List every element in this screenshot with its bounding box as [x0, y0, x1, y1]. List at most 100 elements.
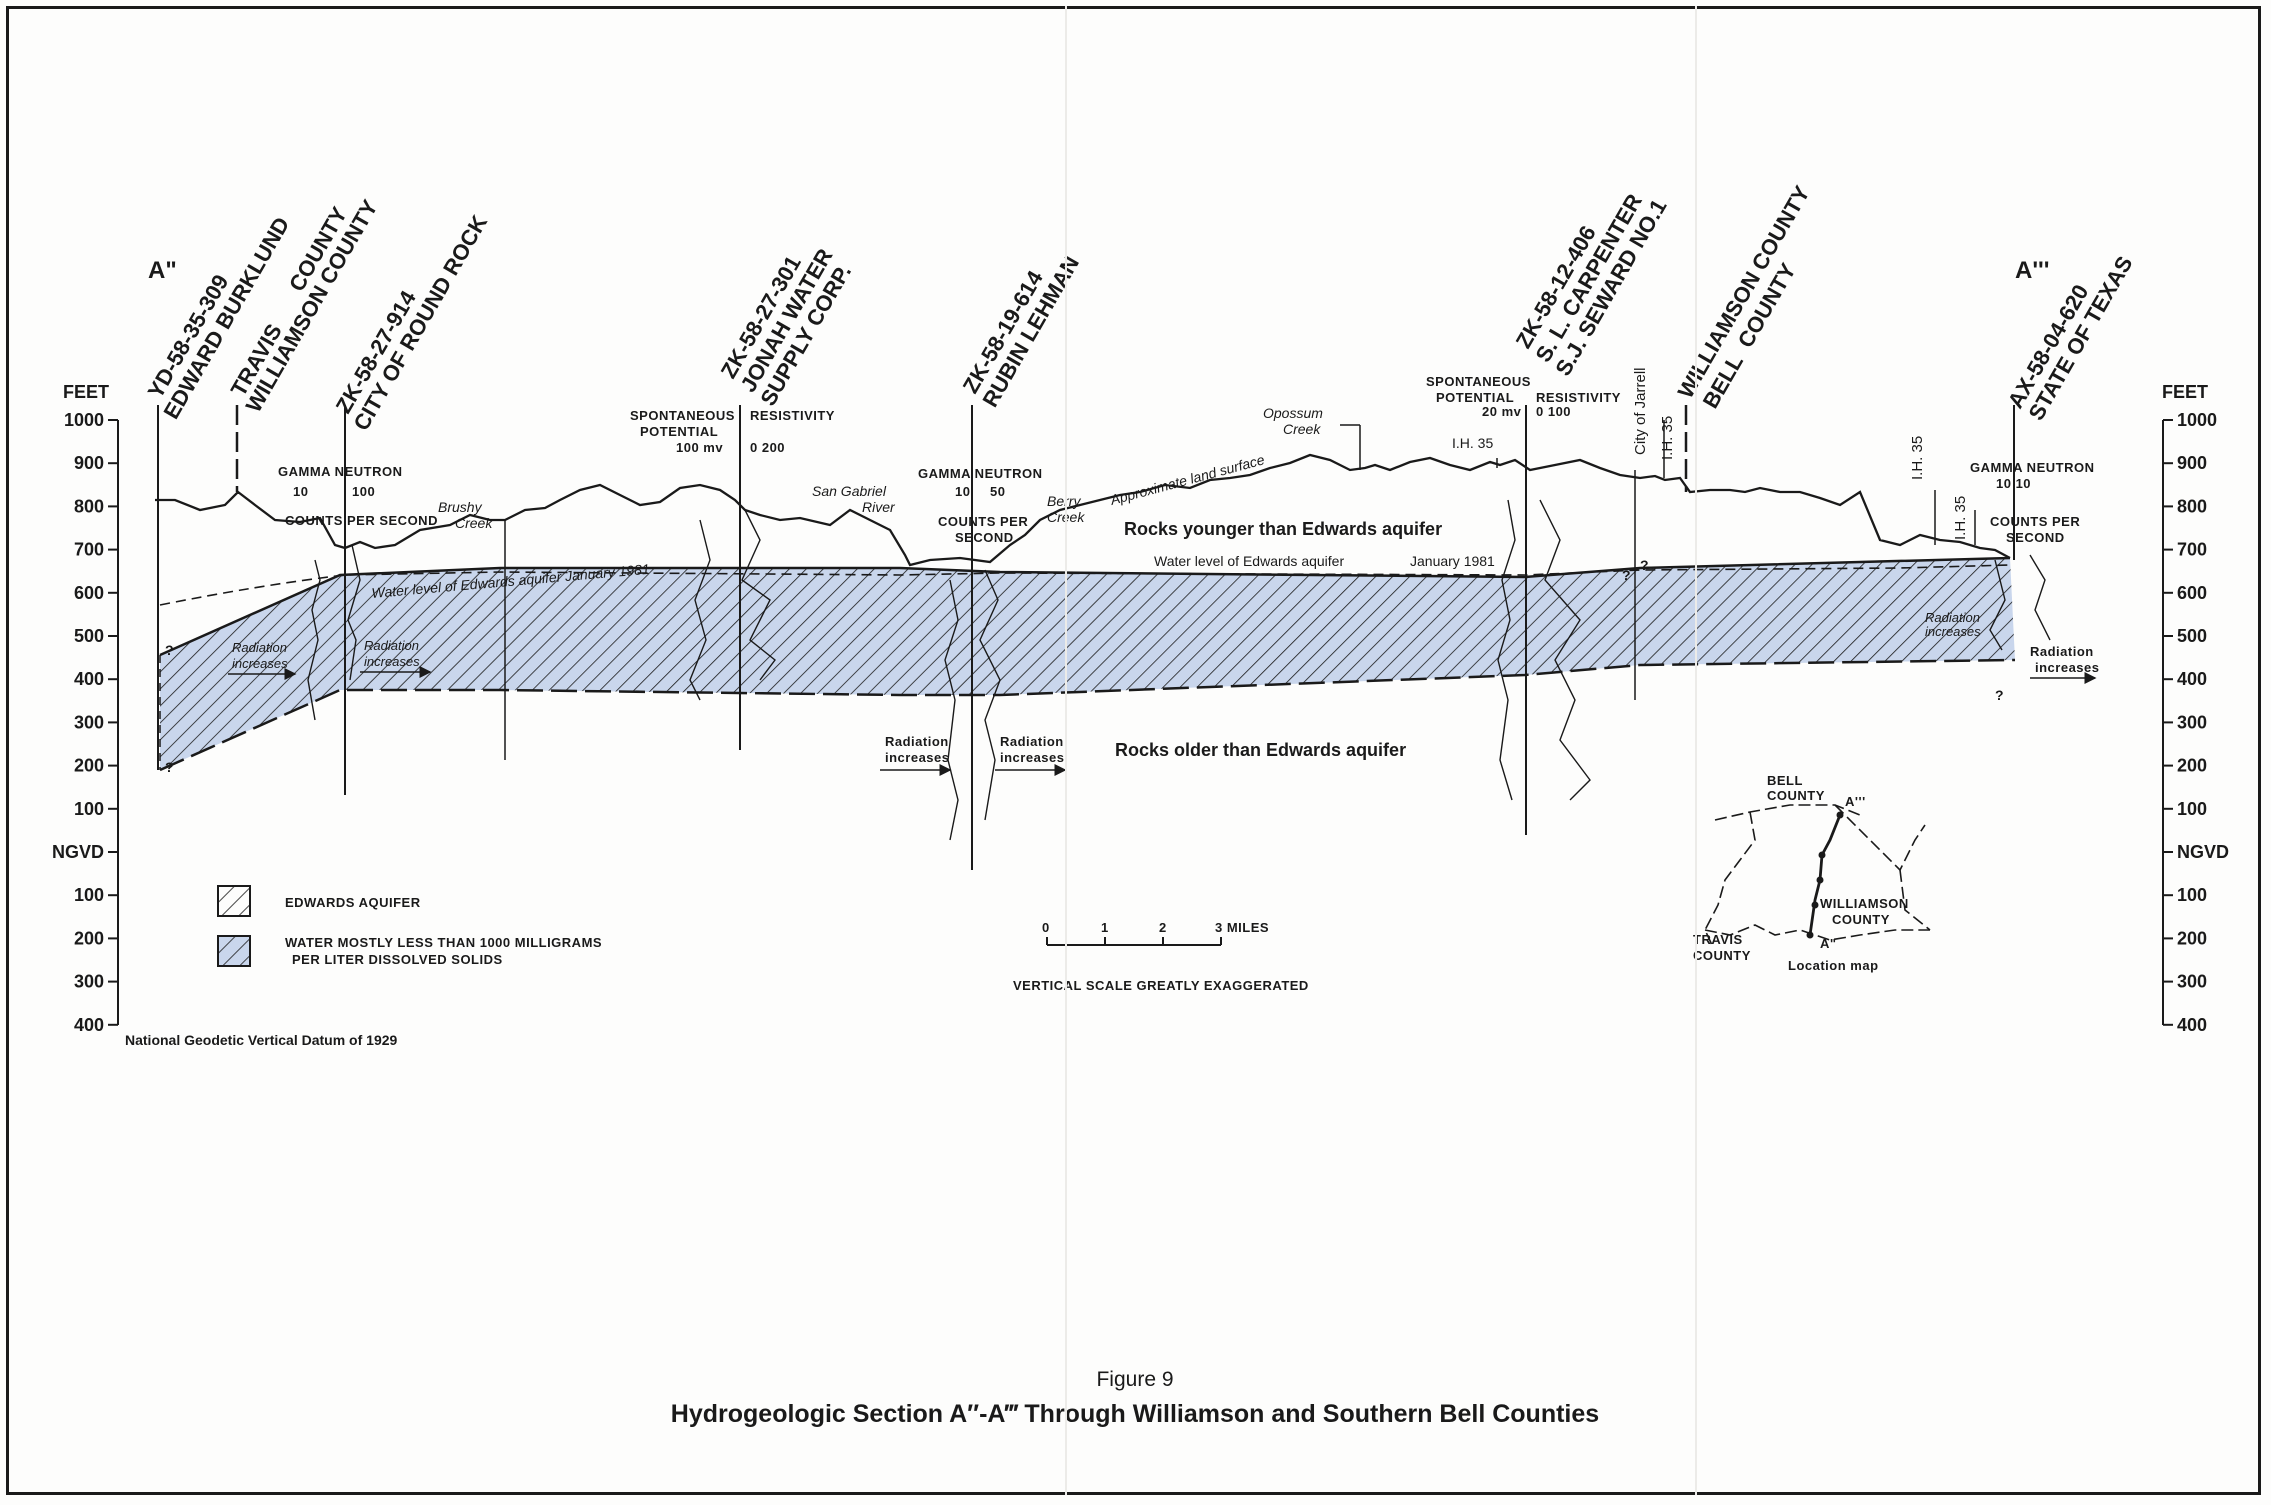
- svg-text:Radiation: Radiation: [1000, 734, 1064, 749]
- left-axis-tick-label: 400: [74, 669, 104, 689]
- right-axis-tick-label: 300: [2177, 972, 2207, 992]
- aquifer-bottom-line: [159, 658, 2016, 772]
- right-axis-tick-label: 700: [2177, 540, 2207, 560]
- land-surface-line: [155, 453, 2011, 567]
- svg-text:Radiation: Radiation: [232, 640, 287, 655]
- ih35-label-4: I.H. 35: [1452, 435, 1493, 451]
- city-of-jarrell: City of Jarrell: [1632, 367, 1649, 455]
- svg-text:WILLIAMSON: WILLIAMSON: [1820, 896, 1909, 911]
- left-axis-tick-label: 200: [74, 928, 104, 948]
- svg-text:increases: increases: [2035, 660, 2100, 675]
- right-axis-tick-label: 100: [2177, 799, 2207, 819]
- page-fold-2: [1695, 6, 1697, 1495]
- svg-text:Radiation: Radiation: [364, 638, 419, 653]
- left-axis-tick-label: 600: [74, 583, 104, 603]
- ih35-label-1: I.H. 35: [1659, 416, 1676, 460]
- svg-text:increases: increases: [1925, 624, 1981, 639]
- right-axis-tick-label: 200: [2177, 928, 2207, 948]
- sp-label-2b: POTENTIAL: [1436, 390, 1514, 405]
- svg-text:?: ?: [165, 759, 174, 775]
- vertical-scale-note: VERTICAL SCALE GREATLY EXAGGERATED: [1013, 978, 1309, 993]
- section-end-left: A": [148, 257, 177, 284]
- svg-text:1: 1: [1101, 920, 1109, 935]
- water-level-label-2: Water level of Edwards aquifer: [1154, 553, 1344, 569]
- left-axis: 1000900800700600500400300200100NGVD10020…: [52, 382, 119, 1035]
- svg-text:BELL: BELL: [1767, 773, 1803, 788]
- svg-text:10 10: 10 10: [1996, 476, 2031, 491]
- left-axis-tick-label: 1000: [64, 410, 104, 430]
- svg-text:TRAVIS: TRAVIS: [1693, 932, 1743, 947]
- location-map: BELL COUNTY A''' WILLIAMSON COUNTY TRAVI…: [1693, 773, 1931, 973]
- svg-text:COUNTY: COUNTY: [1767, 788, 1825, 803]
- left-axis-unit: FEET: [63, 382, 109, 402]
- gamma-neutron-2: GAMMA NEUTRON: [918, 466, 1042, 481]
- rocks-younger-label: Rocks younger than Edwards aquifer: [1124, 519, 1442, 539]
- legend: EDWARDS AQUIFER WATER MOSTLY LESS THAN 1…: [217, 885, 602, 967]
- svg-text:Radiation: Radiation: [2030, 644, 2094, 659]
- radiation-labels: Radiation increases Radiation increases …: [228, 610, 2100, 776]
- well-lines: [157, 405, 2015, 870]
- datum-note: National Geodetic Vertical Datum of 1929: [125, 1032, 398, 1048]
- right-axis-tick-label: 500: [2177, 626, 2207, 646]
- cps-label-3a: COUNTS PER: [1990, 514, 2080, 529]
- right-axis-tick-label: 400: [2177, 669, 2207, 689]
- svg-text:0 200: 0 200: [750, 440, 785, 455]
- resistivity-1: RESISTIVITY: [750, 408, 835, 423]
- svg-text:?: ?: [1995, 687, 2004, 703]
- svg-text:0: 0: [1042, 920, 1050, 935]
- right-axis-tick-label: 400: [2177, 1015, 2207, 1035]
- left-axis-tick-label: 300: [74, 712, 104, 732]
- svg-text:0 100: 0 100: [1536, 404, 1571, 419]
- left-axis-tick-label: 700: [74, 540, 104, 560]
- legend-edwards: EDWARDS AQUIFER: [285, 895, 421, 910]
- log-traces: [307, 499, 2051, 841]
- resistivity-2: RESISTIVITY: [1536, 390, 1621, 405]
- svg-text:increases: increases: [232, 656, 288, 671]
- scale-bar: 0 1 2 3 MILES VERTICAL SCALE GREATLY EXA…: [1013, 920, 1309, 993]
- water-level-line: [159, 564, 2011, 606]
- svg-text:COUNTY: COUNTY: [1832, 912, 1890, 927]
- left-axis-tick-label: 100: [74, 885, 104, 905]
- right-axis: 1000900800700600500400300200100NGVD10020…: [2162, 382, 2229, 1035]
- cps-label-2b: SECOND: [955, 530, 1014, 545]
- svg-text:A''': A''': [1845, 794, 1866, 809]
- svg-text:increases: increases: [1000, 750, 1065, 765]
- brushy-creek-b: Creek: [455, 515, 493, 531]
- svg-text:increases: increases: [885, 750, 950, 765]
- ih35-label-2: I.H. 35: [1909, 436, 1926, 480]
- svg-text:increases: increases: [364, 654, 420, 669]
- rocks-older-label: Rocks older than Edwards aquifer: [1115, 740, 1406, 760]
- cps-label-1: COUNTS PER SECOND: [285, 513, 438, 528]
- svg-text:10: 10: [293, 484, 308, 499]
- county-lines: [235, 405, 1688, 492]
- opossum-creek-b: Creek: [1283, 421, 1321, 437]
- svg-text:?: ?: [1640, 557, 1649, 573]
- cps-label-2a: COUNTS PER: [938, 514, 1028, 529]
- svg-text:?: ?: [1622, 567, 1631, 583]
- svg-text:A": A": [1820, 936, 1837, 951]
- gamma-neutron-1: GAMMA NEUTRON: [278, 464, 402, 479]
- water-level-label-2b: January 1981: [1410, 553, 1495, 569]
- section-end-right: A''': [2015, 257, 2049, 284]
- left-axis-tick-label: 300: [74, 972, 104, 992]
- figure-title: Hydrogeologic Section A″-A‴ Through Will…: [671, 1400, 1599, 1428]
- svg-text:?: ?: [165, 642, 174, 658]
- right-axis-unit: FEET: [2162, 382, 2208, 402]
- sp-label-2a: SPONTANEOUS: [1426, 374, 1531, 389]
- uncertainty-marks: ? ? ? ? ?: [165, 557, 2004, 775]
- left-axis-tick-label: 800: [74, 496, 104, 516]
- left-axis-tick-label: 200: [74, 756, 104, 776]
- right-axis-tick-label: 800: [2177, 496, 2207, 516]
- left-axis-tick-label: 500: [74, 626, 104, 646]
- berry-creek-a: Berry: [1047, 493, 1081, 509]
- opossum-creek-a: Opossum: [1263, 405, 1323, 421]
- svg-text:20 mv: 20 mv: [1482, 404, 1522, 419]
- legend-water-a: WATER MOSTLY LESS THAN 1000 MILLIGRAMS: [285, 935, 602, 950]
- brushy-creek-a: Brushy: [438, 499, 483, 515]
- right-axis-tick-label: 600: [2177, 583, 2207, 603]
- figure-number: Figure 9: [1096, 1368, 1173, 1391]
- right-axis-tick-label: NGVD: [2177, 842, 2229, 862]
- left-axis-tick-label: 900: [74, 453, 104, 473]
